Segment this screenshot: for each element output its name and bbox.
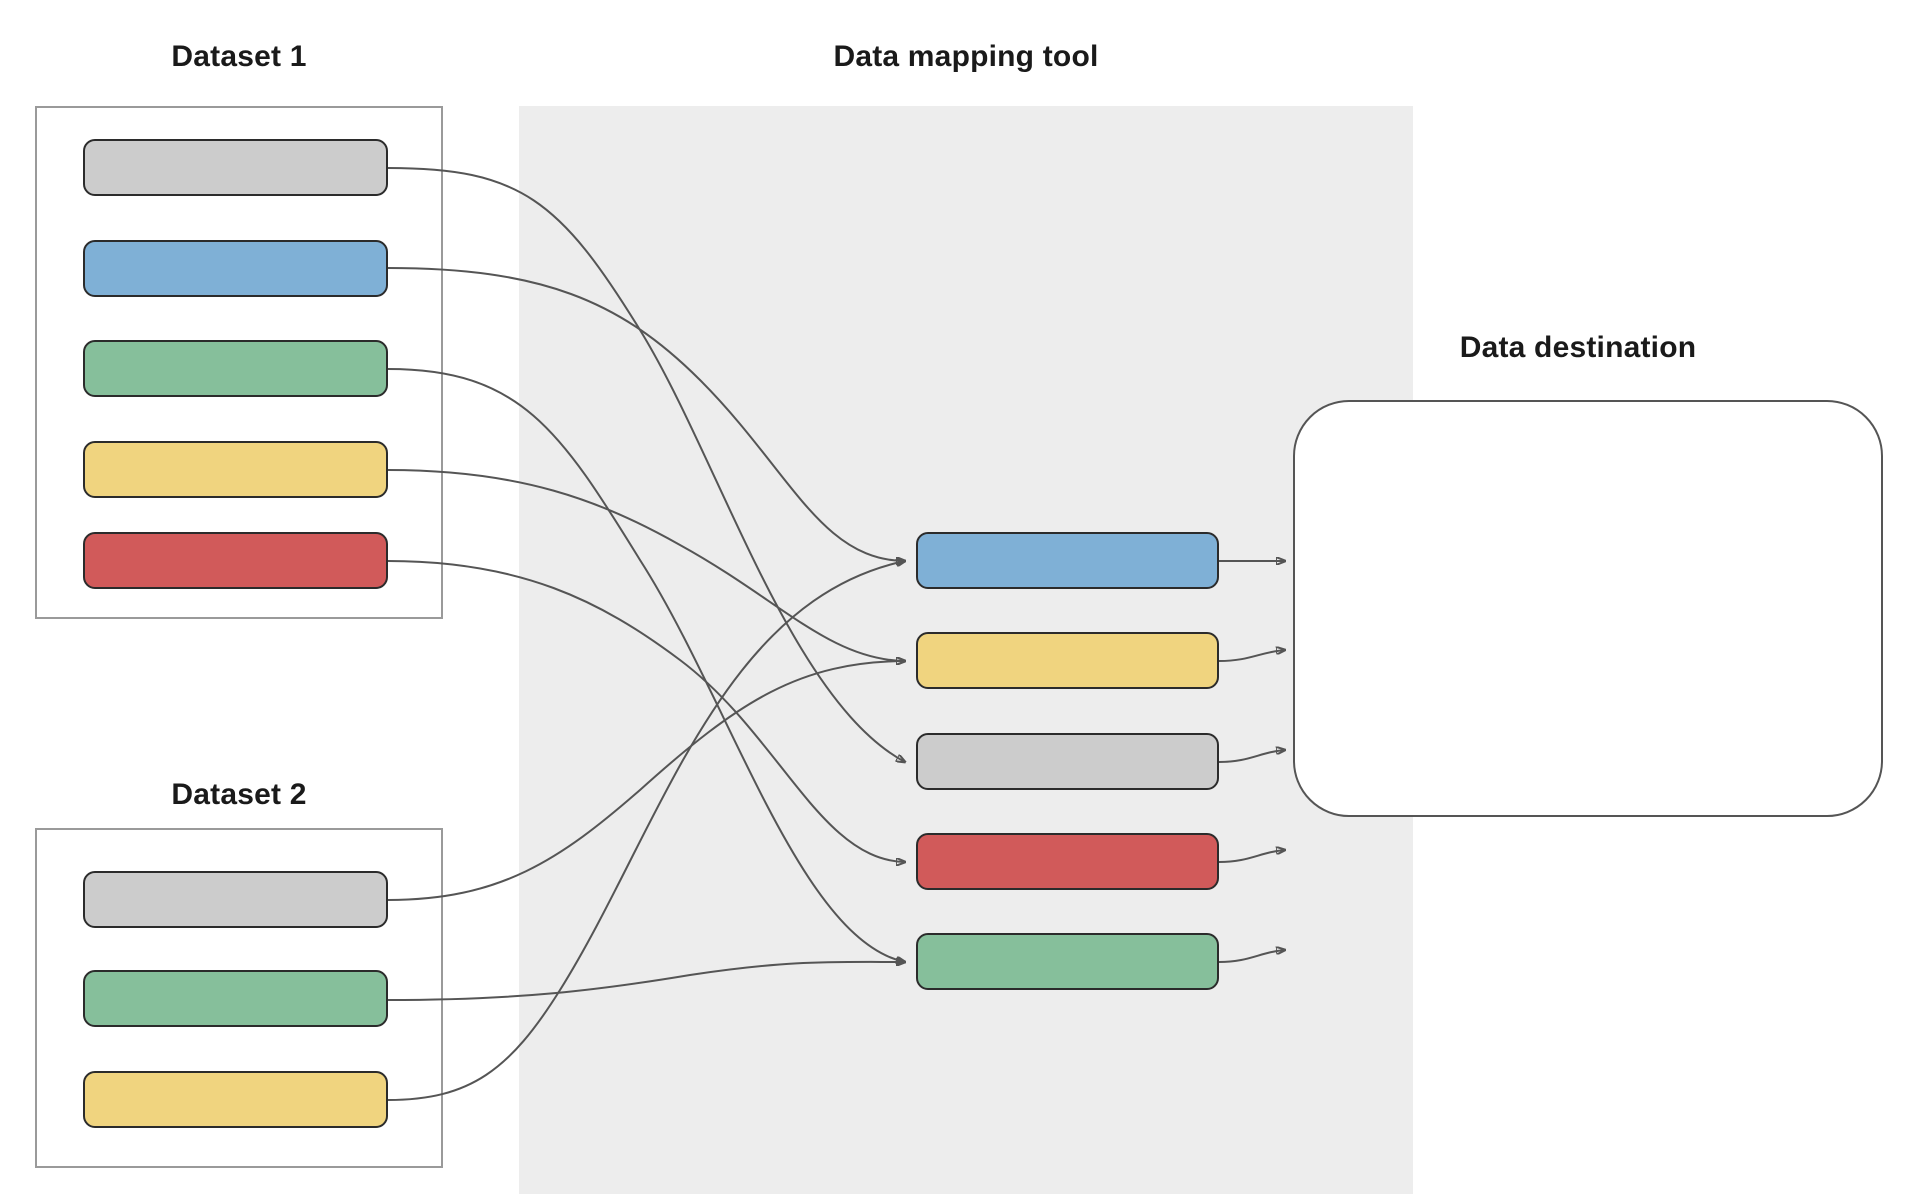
dataset2-field-2[interactable] (83, 970, 388, 1027)
mapping-field-5[interactable] (916, 933, 1219, 990)
mapping-field-1[interactable] (916, 532, 1219, 589)
dataset2-title: Dataset 2 (171, 778, 307, 811)
mapping-field-2[interactable] (916, 632, 1219, 689)
mapping-field-3[interactable] (916, 733, 1219, 790)
dataset1-field-2[interactable] (83, 240, 388, 297)
dataset2-field-1[interactable] (83, 871, 388, 928)
dataset1-field-5[interactable] (83, 532, 388, 589)
dataset1-field-4[interactable] (83, 441, 388, 498)
dataset2-field-3[interactable] (83, 1071, 388, 1128)
mapping-field-4[interactable] (916, 833, 1219, 890)
data-destination-box[interactable] (1293, 400, 1883, 817)
dataset1-field-3[interactable] (83, 340, 388, 397)
mapping-tool-title: Data mapping tool (833, 40, 1099, 73)
destination-title: Data destination (1459, 331, 1697, 364)
dataset1-title: Dataset 1 (171, 40, 307, 73)
dataset1-field-1[interactable] (83, 139, 388, 196)
